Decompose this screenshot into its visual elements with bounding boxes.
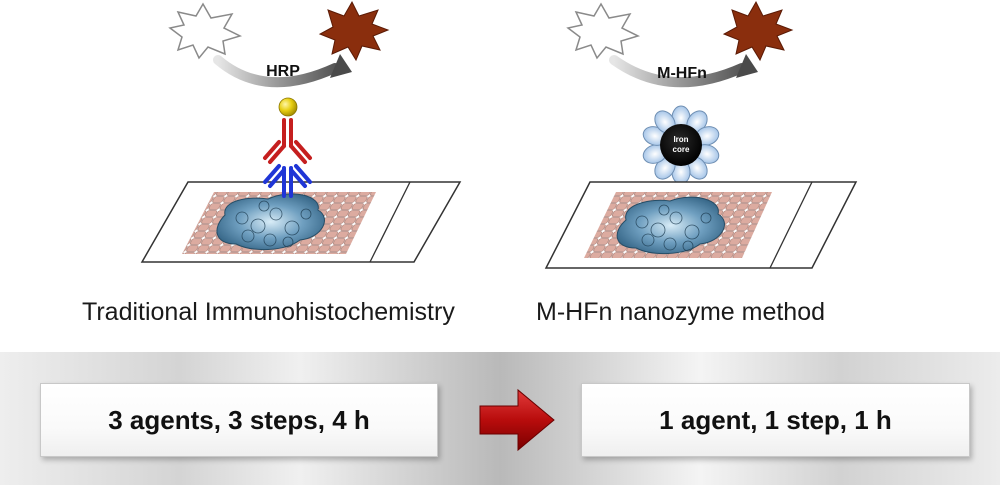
assay-diagram: HRP — [140, 0, 858, 269]
reaction-arrowhead-icon-right — [736, 54, 758, 78]
left-panel: HRP — [140, 0, 462, 263]
core-label-line1: Iron — [673, 135, 688, 144]
reaction-arrowhead-icon — [330, 54, 352, 78]
tissue-sample — [216, 193, 325, 251]
traditional-summary-text: 3 agents, 3 steps, 4 h — [108, 404, 370, 435]
right-panel: M-HFn Iron core — [544, 0, 858, 269]
substrate-star-icon-right — [566, 2, 641, 60]
nanozyme-summary-text: 1 agent, 1 step, 1 h — [659, 404, 892, 435]
reaction-arrow-icon-right — [609, 55, 747, 88]
substrate-star-icon — [168, 2, 243, 60]
traditional-summary-box: 3 agents, 3 steps, 4 h — [40, 383, 438, 457]
left-method-caption: Traditional Immunohistochemistry — [82, 298, 455, 326]
mhfn-label: M-HFn — [657, 65, 707, 82]
right-method-caption: M-HFn nanozyme method — [536, 298, 826, 326]
reaction-arrow-icon — [213, 55, 340, 88]
primary-antibody-icon — [263, 164, 312, 198]
hrp-bead-icon — [278, 97, 298, 117]
core-label-line2: core — [673, 145, 690, 154]
right-arrow-icon — [479, 388, 555, 452]
slide-label-edge-right — [769, 181, 813, 269]
product-star-icon — [318, 0, 390, 62]
secondary-antibody-icon — [263, 118, 312, 164]
iron-core-nanozyme-icon: Iron core — [642, 105, 720, 185]
tissue-sample-right — [616, 196, 725, 255]
hrp-label: HRP — [266, 63, 300, 80]
slide-label-edge — [369, 181, 411, 263]
product-star-icon-right — [722, 0, 794, 62]
nanozyme-summary-box: 1 agent, 1 step, 1 h — [581, 383, 970, 457]
